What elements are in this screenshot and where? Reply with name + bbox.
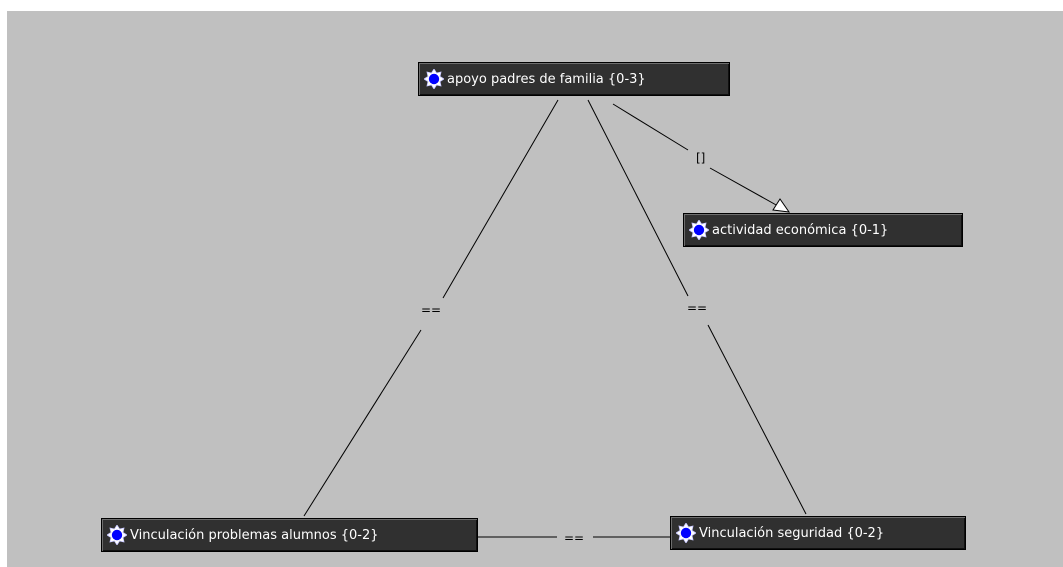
edge-apoyo-vinc-seg-segment-a <box>587 99 689 297</box>
diagram-canvas <box>7 11 1063 567</box>
node-label: apoyo padres de familia {0-3} <box>447 71 646 87</box>
edge-label-apoyo-actividad: [] <box>694 151 708 165</box>
edge-apoyo-actividad-segment-b <box>709 167 779 207</box>
edge-label-apoyo-vinc-seg: == <box>685 301 710 315</box>
node-label: Vinculación problemas alumnos {0-2} <box>130 527 379 543</box>
edge-apoyo-vinc-prob-segment-a <box>442 99 559 299</box>
node-label: Vinculación seguridad {0-2} <box>699 525 885 541</box>
node-label: actividad económica {0-1} <box>712 222 889 238</box>
node-vinculacion-problemas-alumnos[interactable]: Vinculación problemas alumnos {0-2} <box>101 518 478 552</box>
node-vinculacion-seguridad[interactable]: Vinculación seguridad {0-2} <box>670 516 966 550</box>
node-gear-icon <box>424 69 444 89</box>
node-apoyo-padres-de-familia[interactable]: apoyo padres de familia {0-3} <box>418 62 730 96</box>
edge-apoyo-vinc-prob-segment-b <box>303 329 422 517</box>
node-gear-icon <box>689 220 709 240</box>
node-actividad-economica[interactable]: actividad económica {0-1} <box>683 213 963 247</box>
edge-apoyo-actividad-segment-a <box>612 103 689 151</box>
edge-apoyo-actividad-arrowhead <box>772 198 791 213</box>
edge-apoyo-vinc-seg-segment-b <box>707 324 807 515</box>
node-gear-icon <box>676 523 696 543</box>
node-gear-icon <box>107 525 127 545</box>
edge-label-vinc-prob-vinc-seg: == <box>562 531 587 545</box>
edge-label-apoyo-vinc-prob: == <box>419 303 444 317</box>
